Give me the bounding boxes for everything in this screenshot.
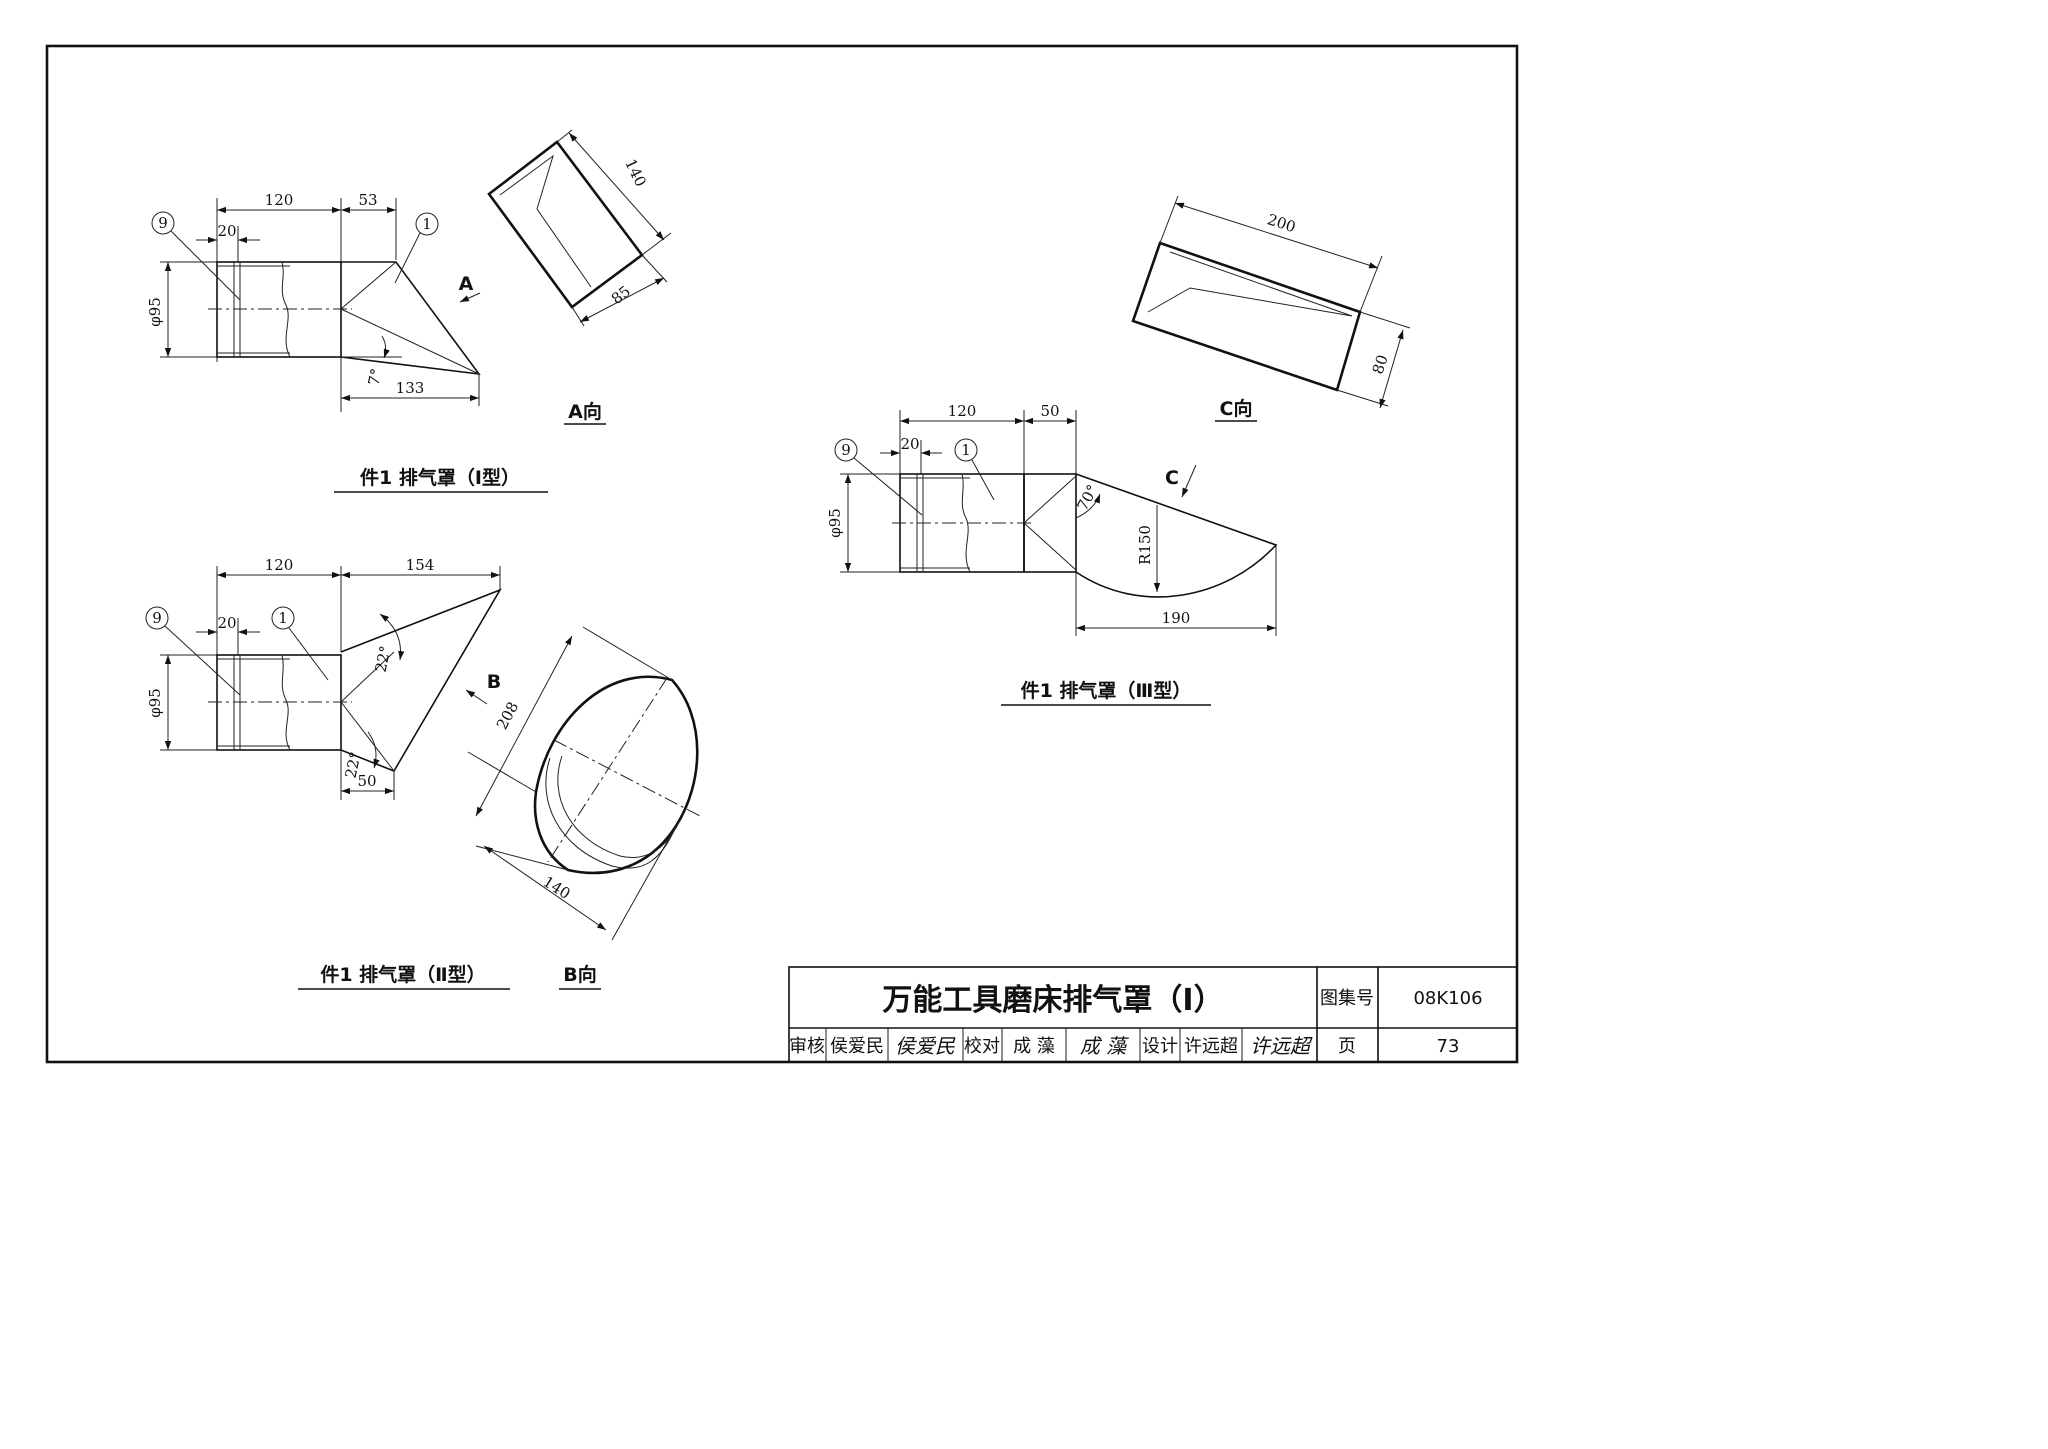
review-signature: 侯爱民: [895, 1034, 956, 1058]
type2-dim-view-short: 140: [540, 873, 574, 903]
svg-text:1: 1: [278, 609, 288, 627]
type1-dim-view-long: 140: [621, 156, 650, 190]
type3-elevation: 120 50 20 φ95 70° R150 190 9 1: [826, 402, 1278, 636]
page-label: 页: [1338, 1036, 1356, 1057]
type2-dim-angle-bot: 22°: [342, 750, 365, 780]
check-label: 校对: [964, 1036, 1000, 1057]
svg-text:9: 9: [841, 441, 851, 459]
type2-dim-bottom: 50: [357, 772, 376, 790]
type2-view-label: B向: [563, 963, 596, 986]
svg-text:1: 1: [422, 215, 432, 233]
type1-view-a: 140 85: [487, 129, 672, 327]
type3-arrow-label: C: [1165, 467, 1179, 489]
check-name: 成 藻: [1013, 1036, 1055, 1057]
type3-tag-1: [954, 438, 978, 462]
drawing-title: 万能工具磨床排气罩（Ⅰ）: [882, 983, 1223, 1018]
svg-text:9: 9: [152, 609, 162, 627]
type3-view-label: C向: [1220, 397, 1253, 420]
type2-view-b: 208 140: [467, 626, 701, 941]
type3-dim-ext: 50: [1040, 402, 1059, 420]
type1-arrow-label: A: [459, 273, 474, 295]
atlas-number: 08K106: [1413, 988, 1482, 1009]
type3-dim-view-short: 80: [1369, 353, 1392, 377]
type1-dim-len: 120: [265, 191, 294, 209]
type1-dim-ext: 53: [358, 191, 377, 209]
type3-dim-span: 190: [1162, 609, 1191, 627]
svg-text:1: 1: [961, 441, 971, 459]
svg-text:9: 9: [158, 214, 168, 232]
type3-dim-angle: 70°: [1073, 482, 1101, 514]
type1-dim-angle: 7°: [365, 367, 386, 387]
drawing-sheet: 120 53 20 φ95 7° 133 9 1 A: [45, 44, 1519, 1064]
type1-dim-dia: φ95: [146, 297, 164, 327]
type1-dim-view-short: 85: [608, 282, 634, 308]
type3-dim-len: 120: [948, 402, 977, 420]
type2-dim-len: 120: [265, 556, 294, 574]
type1-dim-tip: 133: [396, 379, 425, 397]
type1-tag-1: [415, 212, 439, 236]
atlas-label: 图集号: [1320, 988, 1374, 1009]
type2-dim-dia: φ95: [146, 688, 164, 718]
type2-dim-flange: 20: [217, 614, 236, 632]
type1-caption: 件1 排气罩（Ⅰ型）: [360, 466, 520, 489]
type3-view-c: 200 80: [1131, 195, 1411, 409]
sheet-border: [45, 44, 1519, 1064]
type2-dim-view-long: 208: [493, 699, 522, 733]
type3-dim-flange: 20: [900, 435, 919, 453]
review-label: 审核: [789, 1036, 825, 1057]
design-name: 许远超: [1184, 1036, 1238, 1057]
type2-tag-1: [271, 606, 295, 630]
type2-caption: 件1 排气罩（Ⅱ型）: [320, 963, 485, 986]
design-signature: 许远超: [1250, 1034, 1313, 1058]
design-label: 设计: [1142, 1036, 1178, 1057]
type2-dim-ext: 154: [406, 556, 435, 574]
review-name: 侯爱民: [830, 1036, 884, 1057]
type1-dim-flange: 20: [217, 222, 236, 240]
type3-dim-view-long: 200: [1265, 210, 1298, 236]
type3-dim-dia: φ95: [826, 508, 844, 538]
type1-tag-9: [151, 211, 175, 235]
type3-tag-9: [834, 438, 858, 462]
type3-caption: 件1 排气罩（Ⅲ型）: [1021, 679, 1192, 702]
type2-elevation: 120 154 20 φ95 22° 22° 50 9 1 B: [145, 556, 502, 800]
type1-elevation: 120 53 20 φ95 7° 133 9 1 A: [146, 191, 481, 412]
type3-dim-radius: R150: [1136, 525, 1154, 565]
type2-tag-9: [145, 606, 169, 630]
type2-arrow-label: B: [487, 671, 501, 693]
type1-view-label: A向: [568, 400, 602, 423]
type2-dim-angle-top: 22°: [372, 644, 395, 674]
page-number: 73: [1437, 1036, 1460, 1057]
check-signature: 成 藻: [1080, 1034, 1129, 1058]
title-block: 万能工具磨床排气罩（Ⅰ） 图集号 08K106 页 73 审核 侯爱民 侯爱民 …: [788, 966, 1518, 1063]
